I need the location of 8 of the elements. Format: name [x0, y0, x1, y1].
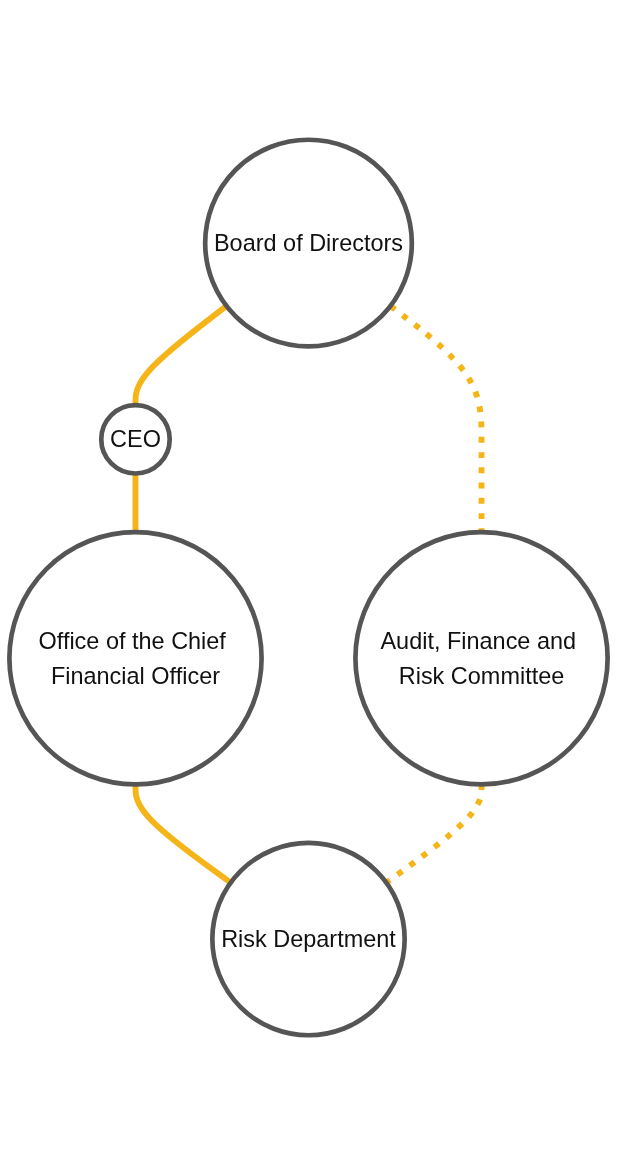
- connector: [132, 473, 139, 533]
- connector: [132, 303, 229, 406]
- connector: [132, 784, 233, 886]
- node-circle: CEO: [98, 402, 173, 476]
- node-circle: Board of Directors: [202, 137, 415, 349]
- node-circle: Risk Department: [210, 840, 407, 1038]
- node-circle: Office of the Chief Financial Officer: [7, 529, 264, 787]
- node-circle: Audit, Finance and Risk Committee: [353, 529, 610, 787]
